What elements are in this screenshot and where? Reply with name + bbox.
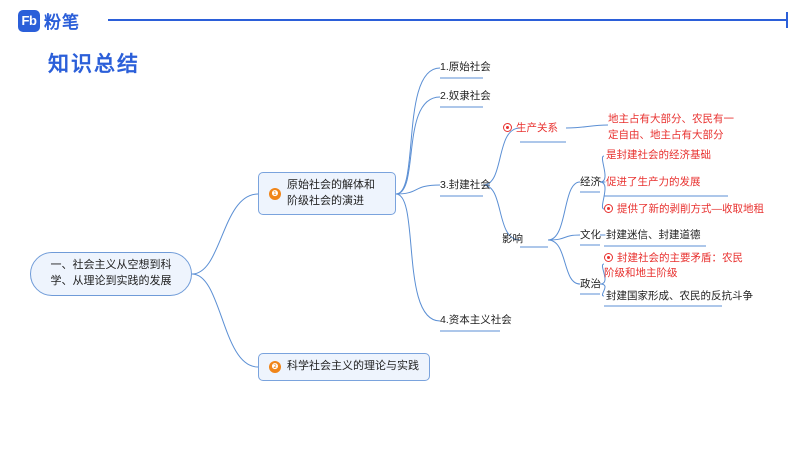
node-economy[interactable]: 经济 xyxy=(580,176,601,188)
leaf-economy-1: 是封建社会的经济基础 xyxy=(606,149,711,161)
logo-mark-icon: Fb xyxy=(18,9,40,32)
brand-logo: Fb 粉笔 xyxy=(18,8,80,33)
mindmap-root-node[interactable]: 一、社会主义从空想到科学、从理论到实践的发展 xyxy=(30,252,192,296)
mindmap-branch-1[interactable]: ❶ 原始社会的解体和阶级社会的演进 xyxy=(258,172,396,215)
leaf-economy-3: 提供了新的剥削方式—收取地租 xyxy=(604,202,764,218)
node-production-relations-label: 生产关系 xyxy=(516,122,558,134)
leaf-politics-1-label: 封建社会的主要矛盾：农民阶级和地主阶级 xyxy=(604,252,743,279)
leaf-politics-1: 封建社会的主要矛盾：农民阶级和地主阶级 xyxy=(604,251,744,280)
branch-1-label: 原始社会的解体和阶级社会的演进 xyxy=(287,178,375,207)
header-divider-end-cap xyxy=(786,12,788,28)
node-influence[interactable]: 影响 xyxy=(502,233,523,245)
branch-1-badge: ❶ xyxy=(269,187,281,200)
red-dot-icon xyxy=(604,204,613,213)
leaf-politics-2: 封建国家形成、农民的反抗斗争 xyxy=(606,290,753,302)
detail-production-relations: 地主占有大部分、农民有一定自由、地主占有大部分 xyxy=(608,113,734,141)
leaf-economy-3-label: 提供了新的剥削方式—收取地租 xyxy=(617,203,764,215)
node-production-relations[interactable]: 生产关系 xyxy=(503,121,558,137)
node-feudal-society[interactable]: 3.封建社会 xyxy=(440,179,491,191)
node-politics[interactable]: 政治 xyxy=(580,278,601,290)
branch-2-badge: ❷ xyxy=(269,361,281,373)
node-slave-society[interactable]: 2.奴隶社会 xyxy=(440,90,491,102)
red-dot-icon xyxy=(604,253,613,262)
page-title: 知识总结 xyxy=(48,53,140,76)
node-primitive-society[interactable]: 1.原始社会 xyxy=(440,61,491,73)
branch-2-label: 科学社会主义的理论与实践 xyxy=(287,360,419,373)
leaf-economy-2: 促进了生产力的发展 xyxy=(606,176,701,188)
node-culture[interactable]: 文化 xyxy=(580,229,601,241)
leaf-culture-1: 封建迷信、封建道德 xyxy=(606,229,701,241)
mindmap-root-label: 一、社会主义从空想到科学、从理论到实践的发展 xyxy=(50,259,172,287)
node-capitalist-society[interactable]: 4.资本主义社会 xyxy=(440,314,512,326)
logo-text: 粉笔 xyxy=(44,13,80,32)
mindmap-branch-2[interactable]: ❷ 科学社会主义的理论与实践 xyxy=(258,353,430,381)
red-dot-icon xyxy=(503,123,512,132)
header-divider xyxy=(108,19,788,21)
